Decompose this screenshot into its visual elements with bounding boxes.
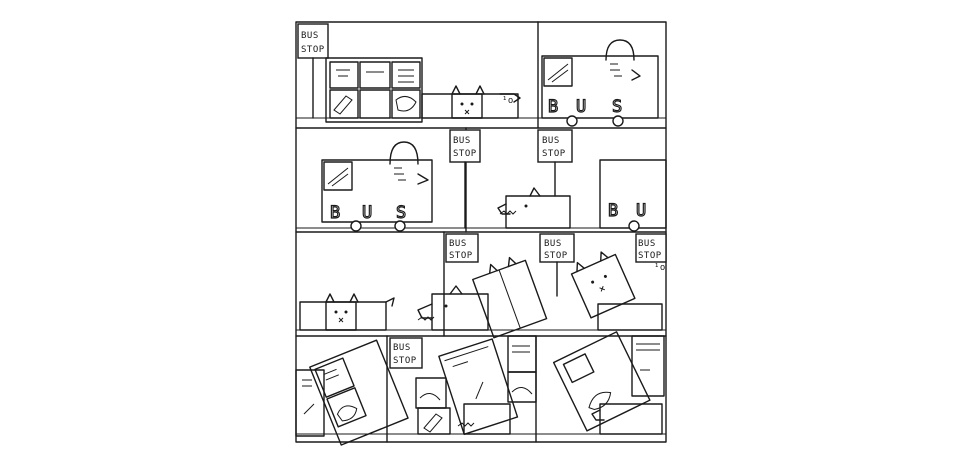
sign2-line1: BUS (453, 136, 471, 146)
tilted-panel-row4-c (552, 331, 651, 432)
tilted-box-row3 (472, 256, 548, 339)
bus-letter-s-2: S (396, 203, 406, 223)
sign4-line1: BUS (449, 239, 467, 249)
sign5-line2: STOP (544, 251, 568, 261)
wolf-row4 (457, 403, 511, 435)
sign7-line1: BUS (393, 343, 411, 353)
wolf-head-row3 (417, 285, 489, 331)
cat-box: ¹o (421, 85, 521, 119)
sign6-line2: STOP (638, 251, 662, 261)
sign7-line2: STOP (393, 356, 417, 366)
bus-letter-u-3: U (636, 201, 646, 221)
bus-stop-sign-4: BUS STOP (445, 233, 479, 263)
seat-row4-b (507, 335, 537, 403)
sign-line1: BUS (301, 31, 319, 41)
sign3-line1: BUS (542, 136, 560, 146)
wolf-head-row2 (497, 187, 571, 229)
sign-line2: STOP (301, 45, 325, 55)
bus-letter-b-3: B (608, 201, 618, 221)
bus-rear-interior (325, 57, 423, 123)
bus-stop-sign-5: BUS STOP (539, 233, 575, 297)
sign6-line1: BUS (638, 239, 656, 249)
bus-left-row2: B U S (321, 141, 433, 232)
bus-letter-b-2: B (330, 203, 340, 223)
bus-stop-sign-3: BUS STOP (537, 129, 573, 197)
tilted-panel-row4-a (438, 338, 519, 436)
tilted-bus-interior-row4 (309, 339, 409, 446)
bus-letter-u: U (576, 97, 586, 117)
sign5-line1: BUS (544, 239, 562, 249)
cat-box-row3 (299, 293, 395, 331)
bus-stop-sign-7: BUS STOP (389, 337, 423, 369)
sign2-line2: STOP (453, 149, 477, 159)
sign4-line2: STOP (449, 251, 473, 261)
sign3-line2: STOP (542, 149, 566, 159)
bus-letter-b: B (548, 97, 558, 117)
seat-row4-right (591, 335, 665, 435)
bus-letter-s: S (612, 97, 622, 117)
bus-stop-sign-2: BUS STOP (449, 129, 481, 229)
tilted-cat-row3 (570, 251, 636, 319)
box-row3-right (597, 303, 663, 331)
svg-text:¹o: ¹o (502, 96, 514, 106)
bus-right-row2: B U (599, 159, 667, 232)
seat-row4-mid (415, 377, 451, 435)
svg-text:¹o: ¹o (654, 263, 666, 273)
bus-stop-sign-6: BUS STOP (635, 233, 667, 263)
bus-stop-sign: BUS STOP (297, 23, 329, 119)
bus-letter-u-2: U (362, 203, 372, 223)
bus-right-row1: B U S (541, 39, 659, 127)
